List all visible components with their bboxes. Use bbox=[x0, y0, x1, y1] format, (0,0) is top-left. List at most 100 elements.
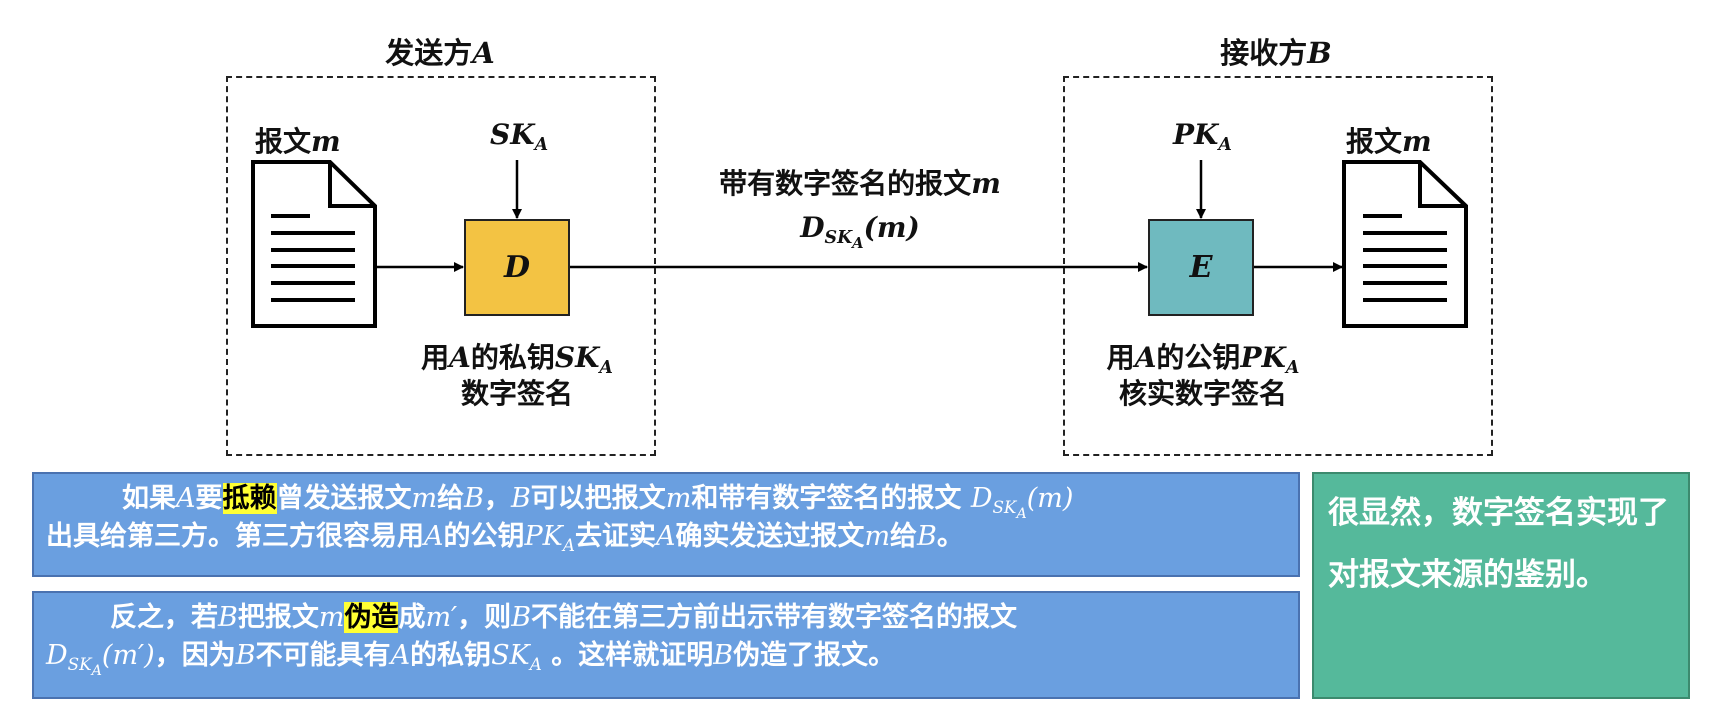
sender-key-main: SK bbox=[490, 118, 535, 151]
key-sub: A bbox=[529, 653, 542, 674]
receiver-key-label: PKA bbox=[1173, 118, 1232, 154]
var: m bbox=[864, 521, 891, 552]
receiver-document-icon bbox=[1342, 160, 1468, 328]
var: B bbox=[713, 640, 734, 671]
text: 不能在第三方前出示带有数字签名的报文 bbox=[531, 602, 1018, 633]
text: 成 bbox=[398, 602, 426, 633]
repudiation-text: 如果A要抵赖曾发送报文m给B，B可以把报文m和带有数字签名的报文 DSKA(m) bbox=[46, 480, 1286, 521]
channel-label-text: 带有数字签名的报文 bbox=[719, 167, 972, 200]
formula: DSKA(m) bbox=[970, 483, 1074, 521]
caption-text: 用 bbox=[1106, 341, 1135, 374]
sign-operation-letter: D bbox=[503, 250, 530, 285]
sender-title: 发送方A bbox=[340, 30, 540, 72]
formula: DSKA(m′) bbox=[46, 640, 155, 678]
receiver-doc-label-var: m bbox=[1402, 125, 1432, 158]
sign-operation-box: D bbox=[464, 219, 570, 316]
var: A bbox=[390, 640, 411, 671]
var: B bbox=[218, 602, 238, 633]
caption-key-sub: A bbox=[599, 358, 613, 379]
receiver-doc-label-text: 报文 bbox=[1346, 125, 1403, 158]
text: 要 bbox=[195, 483, 223, 514]
sender-title-text: 发送方 bbox=[385, 36, 473, 70]
conclusion-text: 很显然，数字签名实现了对报文来源的鉴别。 bbox=[1328, 495, 1669, 593]
key-main: SK bbox=[491, 640, 530, 671]
sender-key-label: SKA bbox=[490, 118, 548, 154]
formula-subsub: A bbox=[1016, 505, 1027, 522]
var: B bbox=[464, 483, 484, 514]
text: 给 bbox=[890, 521, 918, 552]
text: 去证实 bbox=[574, 521, 656, 552]
sender-doc-label-var: m bbox=[311, 125, 341, 158]
formula-main: D bbox=[970, 483, 993, 514]
text: 出具给第三方。第三方很容易用 bbox=[46, 521, 424, 552]
highlight-repudiate: 抵赖 bbox=[222, 483, 277, 514]
conclusion-panel: 很显然，数字签名实现了对报文来源的鉴别。 bbox=[1312, 472, 1690, 699]
key-sub: A bbox=[562, 534, 575, 555]
receiver-key-sub: A bbox=[1218, 135, 1232, 156]
formula-main: D bbox=[46, 640, 68, 671]
key-main: PK bbox=[524, 521, 563, 552]
sender-caption-line2: 数字签名 bbox=[460, 377, 573, 410]
text: 确实发送过报文 bbox=[675, 521, 865, 552]
channel-formula: DSKA(m) bbox=[680, 206, 1040, 253]
repudiation-panel: 如果A要抵赖曾发送报文m给B，B可以把报文m和带有数字签名的报文 DSKA(m)… bbox=[32, 472, 1300, 577]
formula-arg: (m) bbox=[863, 211, 920, 244]
caption-key: SK bbox=[554, 341, 600, 374]
formula-sub: SK bbox=[67, 653, 92, 674]
text: 给 bbox=[437, 483, 465, 514]
formula-subsub: A bbox=[91, 662, 102, 679]
formula-arg: (m) bbox=[1026, 483, 1074, 514]
receiver-caption: 用A的公钥PKA 核实数字签名 bbox=[1083, 340, 1323, 412]
caption-key: PK bbox=[1240, 341, 1286, 374]
receiver-title: 接收方B bbox=[1176, 30, 1376, 72]
channel-label: 带有数字签名的报文m DSKA(m) bbox=[680, 162, 1040, 253]
receiver-caption-line2: 核实数字签名 bbox=[1118, 377, 1287, 410]
sender-title-var: A bbox=[472, 36, 495, 70]
var: B bbox=[235, 640, 256, 671]
text: 的私钥 bbox=[410, 640, 492, 671]
sender-document-icon bbox=[251, 160, 377, 328]
text: 。这样就证明 bbox=[541, 640, 714, 671]
text: 曾发送报文 bbox=[276, 483, 412, 514]
text: 可以把报文 bbox=[530, 483, 666, 514]
var: m bbox=[665, 483, 692, 514]
text: 把报文 bbox=[237, 602, 319, 633]
sender-doc-label-text: 报文 bbox=[255, 125, 312, 158]
receiver-doc-label: 报文m bbox=[1346, 120, 1432, 160]
formula-arg: (m′) bbox=[101, 640, 155, 671]
var: m′ bbox=[425, 602, 458, 633]
caption-var: A bbox=[1134, 341, 1157, 374]
formula-subsub: A bbox=[852, 235, 864, 253]
verify-operation-box: E bbox=[1148, 219, 1254, 316]
channel-label-line1: 带有数字签名的报文m bbox=[680, 162, 1040, 206]
caption-var: A bbox=[449, 341, 471, 374]
text: ， bbox=[483, 483, 511, 514]
verify-operation-letter: E bbox=[1189, 250, 1213, 285]
text: ，因为 bbox=[154, 640, 236, 671]
repudiation-text-line2: 出具给第三方。第三方很容易用A的公钥PKA去证实A确实发送过报文m给B。 bbox=[46, 518, 1286, 556]
receiver-key-main: PK bbox=[1173, 118, 1219, 151]
formula-main: D bbox=[800, 211, 825, 244]
var: m bbox=[318, 602, 345, 633]
text: 如果 bbox=[122, 483, 176, 514]
formula-sub: SK bbox=[824, 228, 853, 249]
receiver-title-text: 接收方 bbox=[1220, 36, 1308, 70]
sender-key-sub: A bbox=[534, 135, 549, 156]
var: m bbox=[411, 483, 438, 514]
var: B bbox=[510, 483, 531, 514]
receiver-title-var: B bbox=[1307, 36, 1332, 70]
text: 反之，若 bbox=[110, 602, 218, 633]
formula-sub: SK bbox=[992, 496, 1017, 517]
var: B bbox=[917, 521, 937, 552]
text: 。 bbox=[936, 521, 964, 552]
sender-doc-label: 报文m bbox=[255, 120, 341, 160]
var: A bbox=[424, 521, 444, 552]
caption-text: 用 bbox=[421, 341, 450, 374]
sender-caption: 用A的私钥SKA 数字签名 bbox=[402, 340, 632, 412]
var: A bbox=[655, 521, 676, 552]
forgery-panel: 反之，若B把报文m伪造成m′，则B不能在第三方前出示带有数字签名的报文 DSKA… bbox=[32, 591, 1300, 699]
sender-caption-line1: 用A的私钥SKA bbox=[402, 340, 632, 379]
receiver-region bbox=[1063, 76, 1493, 456]
receiver-caption-line1: 用A的公钥PKA bbox=[1083, 340, 1323, 377]
